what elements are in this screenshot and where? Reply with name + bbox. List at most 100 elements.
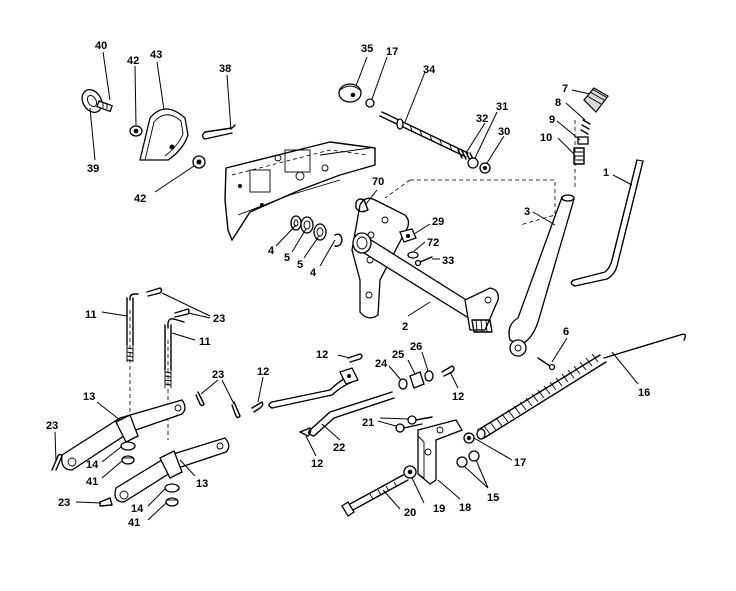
bolt-part [341,473,409,517]
callout-4: 4 [268,245,275,257]
callout-7: 7 [562,83,568,95]
pin-part [201,124,236,140]
callout-32: 32 [476,113,488,125]
callout-25: 25 [392,349,404,361]
swivel-part [339,367,359,385]
washer-part [463,432,475,444]
washer-part [467,157,479,169]
mounting-bracket-part [417,419,463,485]
spacer-part [577,136,589,145]
callout-20: 20 [404,507,416,519]
pivot-shaft-part [351,197,499,333]
screw-part [395,423,423,433]
washer-part [192,155,206,169]
callout-43: 43 [150,49,162,61]
callout-5: 5 [297,259,303,271]
screw-part [573,147,585,165]
screw-part [537,357,556,371]
callout-35: 35 [361,43,373,55]
cotter-pin-part [51,453,63,471]
hook-rod-part [164,318,185,388]
callout-22: 22 [333,442,345,454]
callout-38: 38 [219,63,231,75]
lift-arm-part [61,399,186,471]
washer-part [407,251,419,259]
handle-rod-part [570,159,644,287]
washer-part [403,465,417,479]
callout-8: 8 [555,97,561,109]
callout-11: 11 [85,309,97,321]
callout-14: 14 [86,459,99,471]
cotter-pin-part [299,427,312,437]
cotter-pin-part [441,365,455,377]
callout-5: 5 [284,252,290,264]
swivel-part [409,371,425,389]
lever-arm-part [508,194,575,357]
callout-labels: 40 42 43 38 39 42 35 17 34 31 32 30 7 8 … [46,40,650,529]
threaded-rod-part [379,111,469,158]
washer-part [300,216,314,234]
link-rod-part [268,375,395,437]
cotter-pin-part [195,391,241,419]
cotter-pin-part [99,497,113,507]
callout-15: 15 [487,492,499,504]
handle-grip-part [583,87,609,113]
callout-9: 9 [549,114,555,126]
washer-part [398,378,408,390]
washer-part [164,483,180,493]
screw-part [414,256,433,267]
extension-spring-part [476,333,687,440]
callout-72: 72 [427,237,439,249]
callout-33: 33 [442,255,454,267]
washer-part [129,125,143,137]
callout-14: 14 [131,503,144,515]
hook-rod-part [126,293,139,362]
callout-11: 11 [199,336,211,348]
callout-31: 31 [496,101,508,113]
callout-1: 1 [603,167,609,179]
callout-30: 30 [498,126,510,138]
nut-part [456,456,468,468]
callout-13: 13 [196,478,208,490]
callout-23: 23 [58,497,70,509]
nut-part [165,497,179,507]
callout-17: 17 [386,46,398,58]
callout-18: 18 [459,502,471,514]
callout-2: 2 [402,321,408,333]
callout-12: 12 [452,391,464,403]
callout-17: 17 [514,457,526,469]
callout-21: 21 [362,417,374,429]
spring-part [457,149,475,162]
nut-part [468,450,480,462]
callout-24: 24 [375,358,388,370]
callout-34: 34 [423,64,436,76]
callout-4: 4 [310,267,317,279]
lift-arm-part [114,437,230,503]
callout-10: 10 [540,132,552,144]
washer-part [424,370,434,382]
callout-12: 12 [316,349,328,361]
callout-23: 23 [212,369,224,381]
cotter-pin-part [146,287,163,297]
cotter-pin-part [174,308,190,318]
washer-part [365,98,375,108]
washer-part [120,441,136,451]
callout-39: 39 [87,163,99,175]
washer-part [290,215,302,231]
callout-70: 70 [372,176,384,188]
callout-41: 41 [86,476,98,488]
nut-part [121,455,135,465]
callout-13: 13 [83,391,95,403]
callout-23: 23 [213,313,225,325]
screw-part [407,415,433,425]
callout-40: 40 [95,40,107,52]
callout-26: 26 [410,341,422,353]
callout-16: 16 [638,387,650,399]
callout-6: 6 [563,326,569,338]
callout-23: 23 [46,420,58,432]
knob-assembly-part [81,89,113,113]
nut-part [479,162,491,174]
cotter-pin-part [347,353,363,363]
callout-42: 42 [134,193,146,205]
